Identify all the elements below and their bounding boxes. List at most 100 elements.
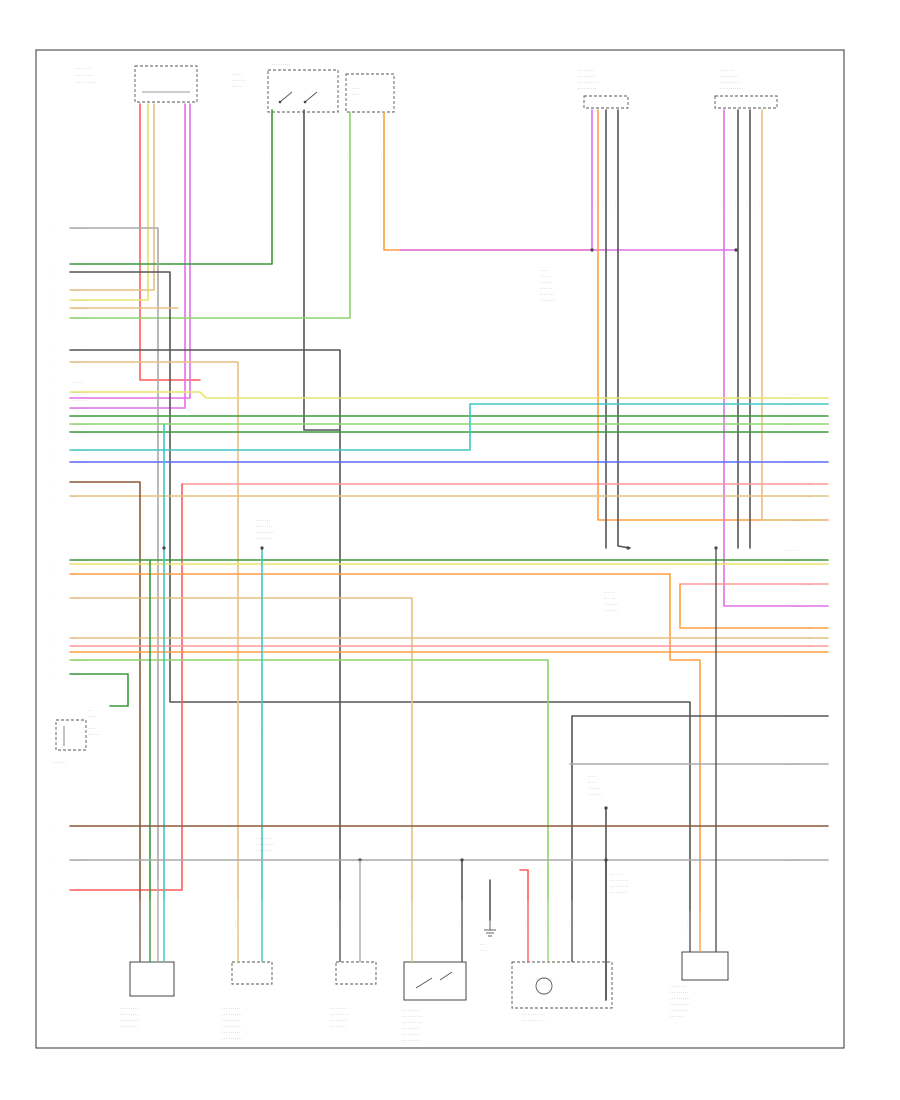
wire-red-2 [69, 483, 183, 891]
svg-text:· · · ·: · · · · [352, 87, 360, 91]
svg-text:· · · · · · · · ·: · · · · · · · · · [72, 317, 90, 321]
svg-text:· · ·: · · · [480, 943, 485, 947]
svg-text:· · · · · · ·: · · · · · · · [72, 349, 86, 353]
bottom-sensor-1: · · · · · · · · · · · · · · · · · · · · … [120, 961, 175, 1029]
svg-text:· · · · · · ·: · · · · · · · [52, 761, 66, 765]
svg-text:· · · · · · · · · · ·: · · · · · · · · · · · [522, 1019, 545, 1023]
svg-text:· · · · ·: · · · · · [257, 720, 261, 729]
wire-tags: · · · · · · · · · · · · · · · · · · · · … [135, 150, 761, 929]
svg-text:· · · · · · · · ·: · · · · · · · · · [120, 1013, 138, 1017]
svg-text:· · · · · ·: · · · · · · [72, 381, 84, 385]
wire-darkgreen-5 [69, 673, 129, 707]
svg-text:·: · [54, 228, 55, 232]
svg-text:· · · · · · · · ·: · · · · · · · · · [670, 1009, 688, 1013]
svg-text:· · · · · · ·: · · · · · · · [784, 559, 798, 563]
svg-text:·: · [54, 598, 55, 602]
bottom-sensor-2: · · · · · · · · · · · · · · · · · · · · … [222, 961, 273, 1041]
svg-text:· · · · · · ·: · · · · · · · [720, 69, 734, 73]
svg-text:·: · [54, 482, 55, 486]
svg-text:· · ·: · · · [72, 495, 77, 499]
wire-darkgreen-1 [69, 109, 273, 265]
svg-text:· · · ·: · · · · [88, 727, 96, 731]
svg-text:· · · · · · · · · ·: · · · · · · · · · · [120, 1019, 140, 1023]
svg-text:· · · · · · · · ·: · · · · · · · · · [120, 1007, 138, 1011]
top-module: · · · · · · · · [345, 73, 395, 113]
svg-text:·: · [54, 646, 55, 650]
svg-text:· · · · ·: · · · · · [792, 605, 802, 609]
top-right-connector-2: · · · · · · · · · · · · · · · · · · · · … [714, 69, 778, 109]
svg-text:· · ·: · · · [806, 645, 811, 649]
svg-text:· · · · ·: · · · · · [540, 275, 550, 279]
bottom-sensor-3: · · · · · · · · · · · · · · · · · · · · … [330, 961, 377, 1029]
svg-text:· · · · · · · · ·: · · · · · · · · · [222, 1007, 240, 1011]
wire-lightgreen-1 [69, 111, 351, 319]
svg-text:· · · · · · · · · · ·: · · · · · · · · · · · [522, 1013, 545, 1017]
svg-text:· · · · · · ·: · · · · · · · [670, 1015, 684, 1019]
svg-text:· · · · ·: · · · · · [457, 920, 461, 929]
svg-text:· · · · · · · · ·: · · · · · · · · · [610, 879, 628, 883]
svg-text:· · · · · · · ·: · · · · · · · · [72, 227, 88, 231]
svg-text:· · · · · ·: · · · · · · [604, 597, 616, 601]
svg-text:·: · [54, 424, 55, 428]
svg-text:·: · [54, 408, 55, 412]
svg-text:· · · ·: · · · · [88, 715, 96, 719]
wire-tan-6 [69, 597, 413, 901]
svg-text:· · · · · · · · ·: · · · · · · · · · [256, 531, 274, 535]
svg-text:· · · · · ·: · · · · · · [610, 873, 622, 877]
svg-text:· · · · · · · · ·: · · · · · · · · · [72, 263, 90, 267]
svg-text:· · · · · · · · ·: · · · · · · · · · [720, 75, 738, 79]
wire-tan-2 [761, 109, 829, 521]
svg-text:· · · · ·: · · · · · [593, 200, 597, 209]
svg-text:· · · · · · · · ·: · · · · · · · · · [610, 885, 628, 889]
bottom-right-module: · · · · · · · · · · · · · · · · · · · · … [670, 951, 729, 1019]
wire-orange-3 [69, 573, 701, 911]
svg-text:· · · · ·: · · · · · [613, 200, 617, 209]
svg-text:· · · · · · · · ·: · · · · · · · · · [330, 1019, 348, 1023]
left-pin-numbers: · · · · · · · · · · · · · · · · · · · · … [54, 228, 55, 894]
svg-text:·: · [54, 450, 55, 454]
svg-text:·: · [54, 264, 55, 268]
wire-darkgray-bus [69, 271, 691, 911]
svg-text:·: · [54, 826, 55, 830]
fuel-pump-module: · · · · · · · · · · · · · · · · · · · · … [511, 961, 613, 1023]
svg-text:· · · · · · · · ·: · · · · · · · · · [72, 415, 90, 419]
svg-text:·: · [54, 432, 55, 436]
svg-text:· · · · ·: · · · · · [72, 597, 82, 601]
svg-text:· · · · · · · · ·: · · · · · · · · · [75, 74, 93, 78]
svg-text:·: · [54, 860, 55, 864]
svg-text:· · · · · · · ·: · · · · · · · · [256, 849, 272, 853]
svg-text:· · · · · · · ·: · · · · · · · · [256, 525, 272, 529]
svg-text:· · ·: · · · [806, 637, 811, 641]
svg-text:· · · · ·: · · · · · [792, 519, 802, 523]
svg-text:· · · · · · · ·: · · · · · · · · [72, 559, 88, 563]
wire-gray-3 [617, 109, 631, 549]
svg-text:· · · · · · · · ·: · · · · · · · · · [330, 1013, 348, 1017]
svg-text:·: · [54, 638, 55, 642]
svg-text:· · · · · · · ·: · · · · · · · · [72, 659, 88, 663]
svg-text:· · · · ·: · · · · · [790, 393, 800, 397]
svg-text:· · · · · ·: · · · · · · [88, 733, 100, 737]
svg-text:· · · · ·: · · · · · [523, 920, 527, 929]
top-right-connector-1: · · · · · · · · · · · · · · · · · · · · … [578, 69, 629, 109]
wire-lightgreen-3 [69, 659, 549, 901]
wire-orange-2 [597, 109, 829, 521]
svg-text:· · · ·: · · · · [588, 775, 596, 779]
svg-text:· · ·: · · · [806, 483, 811, 487]
wire-violet-2 [69, 103, 191, 399]
svg-text:· · · · · · · · ·: · · · · · · · · · [222, 1031, 240, 1035]
svg-text:· · · · · · · ·: · · · · · · · · [72, 461, 88, 465]
left-edge-labels: · · · · · · · · · · · · · · · · · · · · … [72, 227, 90, 893]
svg-text:· · · · · · ·: · · · · · · · [72, 391, 86, 395]
svg-text:·: · [54, 362, 55, 366]
svg-text:· · · · · · · ·: · · · · · · · · [330, 1007, 346, 1011]
svg-text:· · · ·: · · · · [540, 269, 548, 273]
svg-text:·: · [54, 392, 55, 396]
svg-text:· · · · · · · · ·: · · · · · · · · · [120, 1025, 138, 1029]
svg-text:· · · · · · · · ·: · · · · · · · · · [256, 843, 274, 847]
wire-red-1 [139, 103, 201, 381]
svg-text:·: · [54, 496, 55, 500]
svg-text:·: · [54, 300, 55, 304]
svg-text:· · · · · · · · ·: · · · · · · · · · [402, 1027, 420, 1031]
svg-text:· · · · · · · · · ·: · · · · · · · · · · [670, 1003, 690, 1007]
wire-orange-1 [383, 111, 593, 251]
